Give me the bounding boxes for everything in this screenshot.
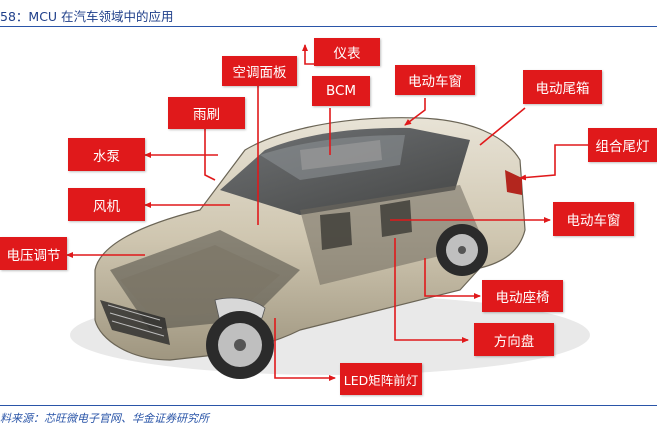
leader-zuoyi — [424, 258, 481, 299]
label-fangxiangpan: 方向盘 — [474, 323, 554, 356]
label-weideng: 组合尾灯 — [588, 128, 657, 162]
label-zuoyi: 电动座椅 — [482, 280, 563, 312]
label-yushua: 雨刷 — [168, 97, 245, 129]
leader-weideng — [519, 144, 588, 181]
figure-source: 料来源：芯旺微电子官网、华金证券研究所 — [0, 412, 209, 425]
label-dianya: 电压调节 — [0, 237, 67, 270]
label-chechuang-top: 电动车窗 — [395, 65, 475, 95]
label-fengji: 风机 — [68, 188, 145, 221]
leader-yushua — [204, 125, 216, 181]
label-weixiang: 电动尾箱 — [523, 70, 602, 104]
top-rule — [0, 26, 657, 27]
leader-fangxiangpan — [394, 238, 469, 343]
leader-weixiang — [479, 107, 526, 146]
label-shuibeng: 水泵 — [68, 138, 145, 171]
car-illustration — [70, 117, 590, 379]
label-yibiao: 仪表 — [314, 38, 380, 66]
label-bcm: BCM — [312, 76, 370, 106]
leader-led — [274, 318, 336, 381]
label-chechuang-right: 电动车窗 — [553, 202, 634, 236]
label-kongtiao: 空调面板 — [222, 56, 297, 86]
leader-chechuang-top — [404, 98, 426, 126]
bottom-rule — [0, 405, 657, 406]
label-led: LED矩阵前灯 — [340, 363, 422, 395]
figure-title: 58：MCU 在汽车领域中的应用 — [0, 9, 174, 24]
